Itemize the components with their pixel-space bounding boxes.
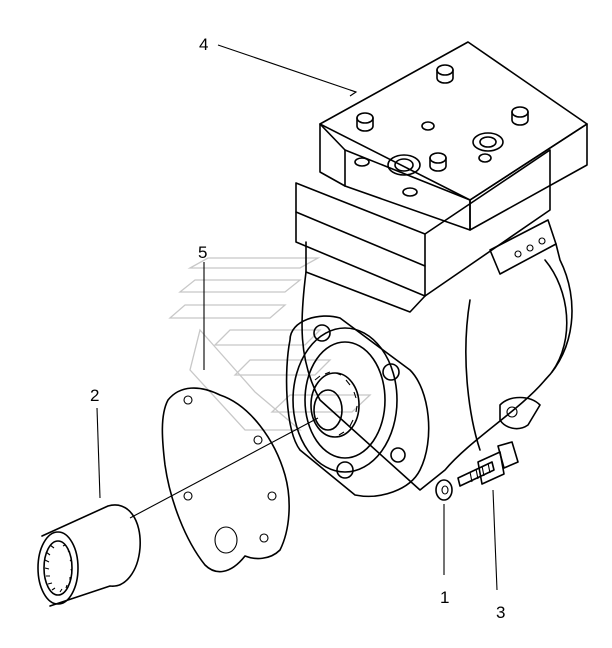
flange-gasket-icon [161, 387, 290, 573]
splined-sleeve-icon [37, 504, 141, 607]
logo-watermark [168, 257, 372, 431]
callout-3: 3 [496, 603, 505, 622]
port-icon [387, 132, 504, 176]
leader-lines [96, 44, 498, 591]
callout-5: 5 [198, 243, 207, 262]
callout-4: 4 [199, 35, 208, 54]
bolt-icon [457, 441, 519, 487]
washer-icon [435, 479, 453, 501]
bolt-head-icon [354, 64, 529, 197]
callout-1: 1 [440, 588, 449, 607]
compressor-head [285, 41, 588, 497]
callout-2: 2 [90, 386, 99, 405]
drive-gear-icon [310, 371, 360, 438]
